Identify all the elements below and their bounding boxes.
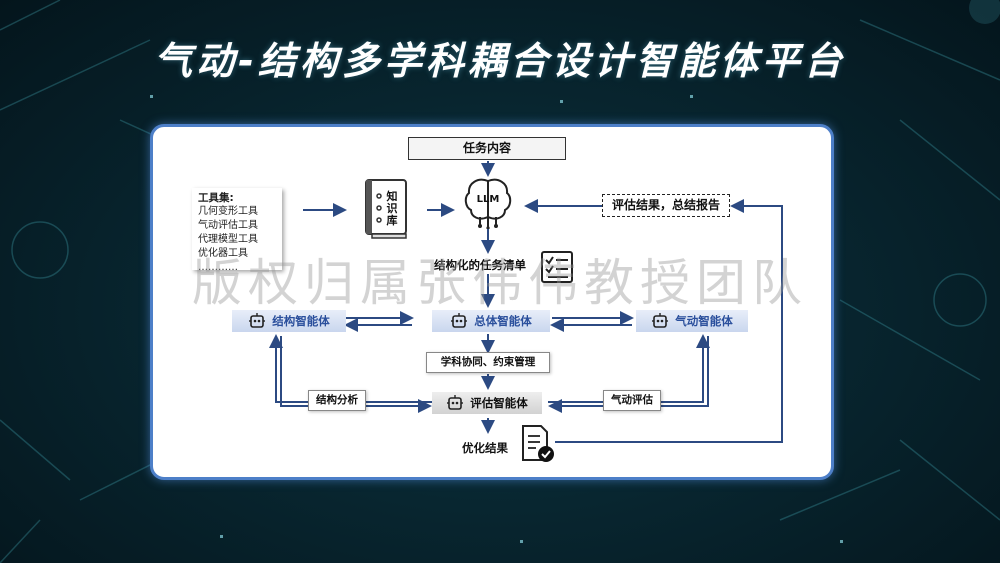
toolset-card: 工具集: 几何变形工具 气动评估工具 代理模型工具 优化器工具 ………… — [192, 188, 282, 273]
master-agent: 总体智能体 — [432, 310, 550, 332]
kb-char: 库 — [387, 213, 398, 227]
evaluation-agent-label: 评估智能体 — [470, 396, 528, 410]
llm-label: LLM — [477, 194, 500, 205]
robot-icon — [652, 313, 669, 328]
structure-agent: 结构智能体 — [232, 310, 346, 332]
aero-agent: 气动智能体 — [636, 310, 748, 332]
document-check-icon — [522, 425, 554, 462]
checklist-icon — [541, 251, 573, 283]
flow-arrows — [269, 161, 783, 443]
robot-icon — [249, 313, 266, 328]
aero-agent-label: 气动智能体 — [675, 314, 733, 328]
evaluation-summary-box: 评估结果，总结报告 — [602, 194, 730, 217]
toolset-item: 代理模型工具 — [198, 234, 258, 245]
task-list-label: 结构化的任务清单 — [434, 258, 526, 272]
book-icon: 知 识 库 — [365, 179, 407, 239]
toolset-title: 工具集: — [198, 192, 234, 204]
toolset-item: ………… — [198, 262, 238, 273]
toolset-item: 气动评估工具 — [198, 220, 258, 231]
coordination-box: 学科协同、约束管理 — [426, 352, 550, 373]
kb-char: 识 — [387, 202, 398, 215]
robot-icon — [447, 395, 464, 410]
task-content-box: 任务内容 — [408, 137, 566, 160]
master-agent-label: 总体智能体 — [474, 314, 532, 328]
structure-agent-label: 结构智能体 — [272, 314, 330, 328]
toolset-item: 优化器工具 — [198, 248, 248, 259]
robot-icon — [451, 313, 468, 328]
evaluation-agent: 评估智能体 — [432, 392, 542, 414]
brain-icon: LLM — [464, 178, 512, 229]
kb-char: 知 — [386, 189, 398, 203]
toolset-item: 几何变形工具 — [198, 206, 258, 217]
optimization-result-label: 优化结果 — [462, 441, 508, 455]
structure-analysis-box: 结构分析 — [308, 390, 366, 411]
page-title: 气动-结构多学科耦合设计智能体平台 — [154, 39, 846, 83]
aero-evaluation-box: 气动评估 — [603, 390, 661, 411]
